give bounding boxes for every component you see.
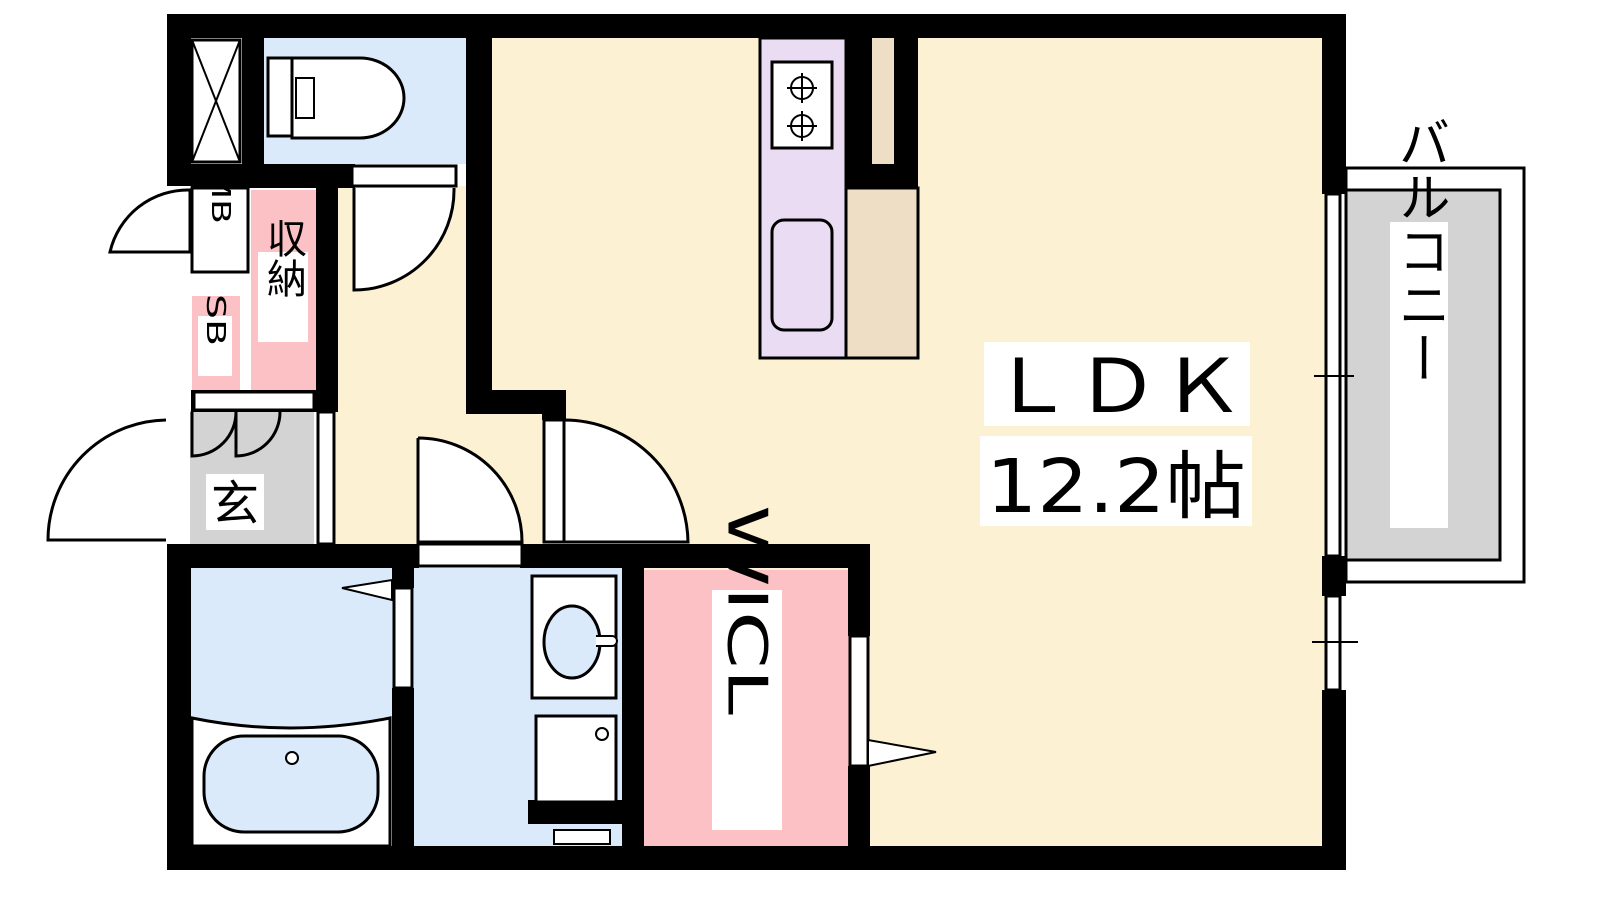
toilet-icon [266,56,406,140]
washroom-door [416,436,524,544]
shoebox-doors [190,411,282,458]
wicl-label: WICL [716,505,779,715]
bath-door [392,586,414,690]
toilet-door [352,187,456,292]
sink-icon [770,218,834,332]
mb-closet [108,186,250,274]
ldk-door [562,418,690,544]
labels: ＬＤＫ 12.2帖 バルコニー WICL 収納 MB SB 玄 [198,115,1449,830]
bathtub-icon [190,716,392,848]
wicl-door [848,634,870,768]
ldk-size: 12.2帖 [986,444,1246,530]
ldk-label: ＬＤＫ [989,344,1245,430]
entrance-door [46,418,167,542]
fixtures [190,56,834,848]
stove-icon [770,60,834,150]
genkan-label: 玄 [211,476,259,532]
fridge-space [872,38,894,164]
doors [46,164,937,768]
mb-label: MB [205,168,235,224]
storage-label: 収納 [260,218,306,298]
walls [167,14,1346,870]
balcony-label: バルコニー [1389,115,1449,385]
washbasin-icon [530,574,618,700]
counter-shelf [844,186,920,360]
sb-label: SB [200,294,230,346]
washing-machine-icon [534,714,618,804]
pipe-shaft [190,38,242,164]
